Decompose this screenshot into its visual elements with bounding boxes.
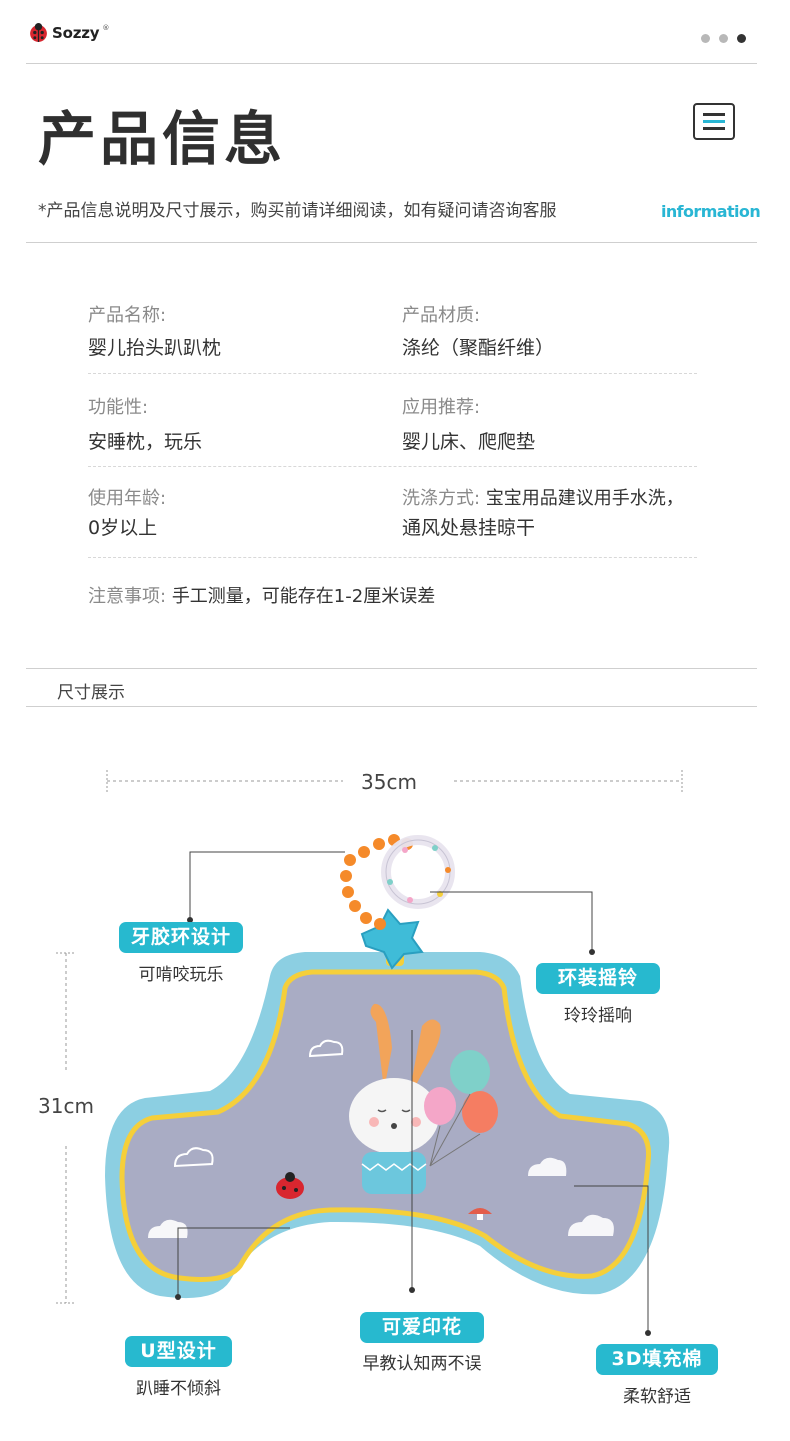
feature-badge: U型设计 [125,1336,232,1367]
cloud-icon [568,1214,614,1236]
feature-desc: 可啃咬玩乐 [138,965,224,985]
spec-value: 0岁以上 [88,517,158,539]
caution-value: 手工测量，可能存在1-2厘米误差 [171,586,436,607]
callout-lines [175,851,651,1336]
dashed-divider [88,557,697,558]
feature-desc: 早教认知两不误 [362,1354,482,1374]
cloud-icon [528,1157,567,1176]
brand-name: Sozzy [52,23,100,42]
feature-desc: 趴睡不倾斜 [136,1379,221,1399]
height-dimension-line [56,952,76,1304]
caution-label: 注意事项: [88,586,167,607]
spec-label: 使用年龄: [88,488,167,509]
balloon-print [424,1050,498,1167]
spec-value: 婴儿床、爬爬垫 [402,431,536,453]
rattle-ring [381,835,455,909]
divider [26,706,757,707]
dashed-divider [88,373,697,374]
height-value: 31cm [38,1094,94,1118]
ladybug-icon [276,1172,304,1199]
page-indicator [701,34,746,43]
teether-ring [340,834,413,930]
feature-badge: 可爱印花 [360,1312,484,1343]
spec-value: 宝宝用品建议用手水洗， [485,488,684,509]
page-dot[interactable] [701,34,710,43]
width-value: 35cm [361,770,417,794]
page-title: 产品信息 [38,105,287,173]
width-dimension-line [106,770,683,794]
star-clip-icon [360,908,424,970]
divider [26,242,757,243]
spec-value: 涤纶（聚酯纤维） [402,337,555,359]
feature-badge: 环装摇铃 [536,963,660,994]
spec-wash: 洗涤方式: 宝宝用品建议用手水洗， [402,484,684,510]
spec-label: 产品名称: [88,305,167,326]
feature-desc: 柔软舒适 [623,1387,691,1407]
divider [26,63,757,64]
spec-label: 洗涤方式: [402,488,481,509]
divider [26,668,757,669]
spec-label: 产品材质: [402,305,481,326]
ladybug-icon [30,23,47,42]
spec-value: 婴儿抬头趴趴枕 [88,337,222,359]
spec-value-line2: 通风处悬挂晾干 [402,517,536,539]
caution-note: 注意事项: 手工测量，可能存在1-2厘米误差 [88,582,435,608]
spec-label: 应用推荐: [402,397,481,418]
information-tag: information [661,202,761,221]
brand-logo[interactable]: Sozzy ® [28,22,109,43]
page-dot[interactable] [719,34,728,43]
notice-text: *产品信息说明及尺寸展示，购买前请详细阅读，如有疑问请咨询客服 [38,201,557,221]
cloud-icon [173,1039,344,1168]
tummy-time-pillow-illustration [105,834,670,1299]
spec-value: 安睡枕，玩乐 [88,431,203,453]
registered-mark: ® [102,24,110,32]
document-lines-icon [693,103,735,140]
feature-badge: 牙胶环设计 [119,922,243,953]
mushroom-icon [468,1208,492,1220]
bunny-print [349,1003,441,1194]
spec-label: 功能性: [88,397,149,418]
feature-badge: 3D填充棉 [596,1344,718,1375]
section-title: 尺寸展示 [57,683,125,703]
page-dot-active[interactable] [737,34,746,43]
dashed-divider [88,466,697,467]
feature-desc: 玲玲摇响 [564,1006,632,1026]
